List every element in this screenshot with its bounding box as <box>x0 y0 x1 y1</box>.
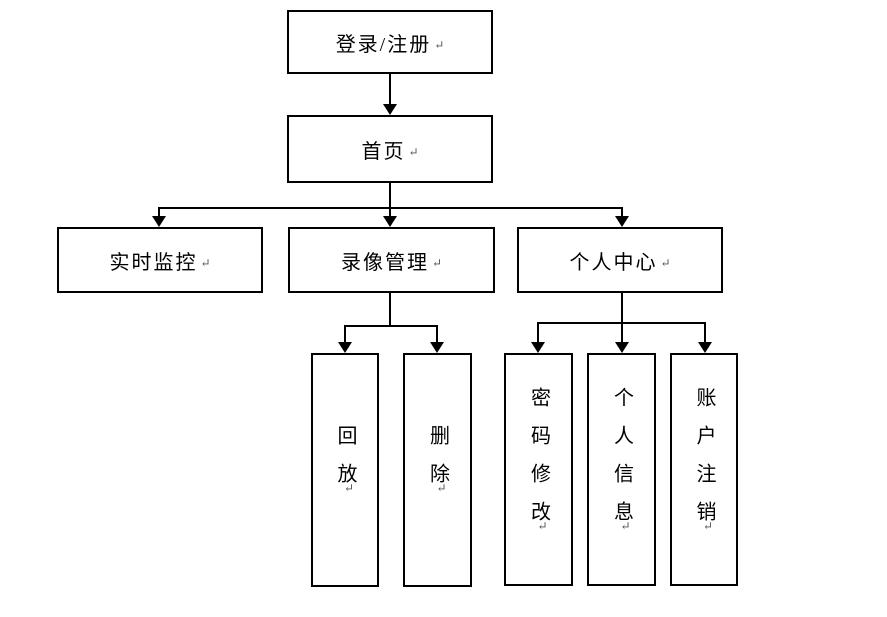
paragraph-mark-icon: ↵ <box>342 481 356 495</box>
node-label: 账户注销 <box>693 386 715 539</box>
edge-line-to-playback <box>344 327 346 343</box>
edge-line-recording-stem <box>389 293 391 326</box>
paragraph-mark-icon: ↵ <box>431 255 443 270</box>
arrowhead-icon <box>698 342 712 353</box>
edge-line-to-recording <box>389 209 391 217</box>
edge-line-login-home <box>389 74 391 104</box>
paragraph-mark-icon: ↵ <box>408 144 419 159</box>
node-label: 删除 <box>426 425 449 501</box>
edge-line-to-password <box>537 324 539 343</box>
arrowhead-icon <box>338 342 352 353</box>
edge-line-to-logout <box>704 324 706 343</box>
paragraph-mark-icon: ↵ <box>618 518 633 533</box>
node-label: 个人中心 <box>569 251 658 274</box>
edge-line-home-rail <box>158 207 623 209</box>
edge-line-to-monitor <box>158 209 160 217</box>
arrowhead-icon <box>383 104 397 115</box>
node-personal-center: 个人中心↵ <box>517 227 723 293</box>
node-account-logout: 账户注销↵ <box>670 353 738 586</box>
edge-line-personal-stem <box>621 293 623 323</box>
node-label: 录像管理 <box>340 251 429 274</box>
paragraph-mark-icon: ↵ <box>701 518 715 533</box>
node-realtime-monitor: 实时监控↵ <box>57 227 263 293</box>
node-label: 个人信息 <box>610 386 633 539</box>
node-password-change: 密码修改↵ <box>504 353 573 586</box>
paragraph-mark-icon: ↵ <box>200 255 211 270</box>
node-label: 登录/注册 <box>335 33 432 56</box>
arrowhead-icon <box>615 216 629 227</box>
edge-line-to-personal <box>621 209 623 217</box>
node-label: 回放 <box>334 425 356 501</box>
node-login-register: 登录/注册↵ <box>287 10 493 74</box>
paragraph-mark-icon: ↵ <box>434 481 449 495</box>
arrowhead-icon <box>430 342 444 353</box>
paragraph-mark-icon: ↵ <box>434 37 445 52</box>
node-home: 首页↵ <box>287 115 493 183</box>
arrowhead-icon <box>531 342 545 353</box>
node-recording-management: 录像管理↵ <box>288 227 495 293</box>
node-delete: 删除↵ <box>403 353 472 587</box>
arrowhead-icon <box>383 216 397 227</box>
arrowhead-icon <box>152 216 166 227</box>
paragraph-mark-icon: ↵ <box>535 518 550 533</box>
node-label: 密码修改 <box>527 386 550 539</box>
arrowhead-icon <box>615 342 629 353</box>
node-label: 首页 <box>361 140 406 163</box>
node-playback: 回放↵ <box>311 353 379 587</box>
edge-line-home-stem <box>389 183 391 209</box>
node-label: 实时监控 <box>109 251 198 274</box>
edge-line-to-info <box>621 324 623 343</box>
edge-line-to-delete <box>436 327 438 343</box>
node-personal-info: 个人信息↵ <box>587 353 656 586</box>
paragraph-mark-icon: ↵ <box>660 255 671 270</box>
edge-line-personal-rail <box>537 322 706 324</box>
edge-line-recording-rail <box>344 325 438 327</box>
